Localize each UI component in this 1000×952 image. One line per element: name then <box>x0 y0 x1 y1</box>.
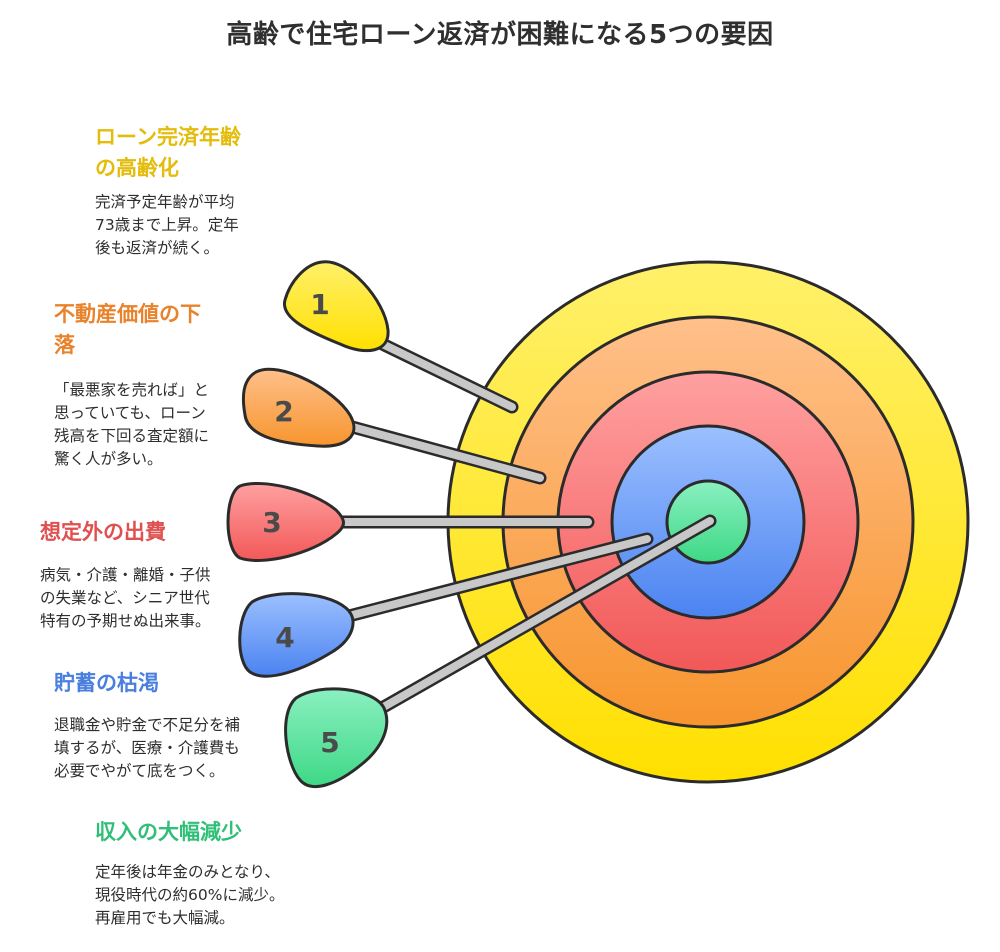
arrow-5: 5 <box>284 514 717 789</box>
factor-3-label: 想定外の出費 <box>40 520 166 544</box>
arrow-2-fletching <box>241 367 356 448</box>
arrow-1-fletching <box>283 260 390 353</box>
factor-3-description: 病気・介護・離婚・子供 の失業など、シニア世代 特有の予期せぬ出来事。 <box>40 566 211 630</box>
arrow-4-number: 4 <box>275 621 294 654</box>
arrow-5-fletching <box>284 687 389 789</box>
arrow-4-fletching <box>238 592 355 678</box>
factor-2-description: 「最悪家を売れば」と 思っていても、ローン 残高を下回る査定額に 驚く人が多い。 <box>54 381 210 468</box>
factor-5-label: 収入の大幅減少 <box>95 820 242 844</box>
arrow-3-fletching <box>226 482 345 562</box>
arrow-1-number: 1 <box>310 288 329 321</box>
factor-1-label: ローン完済年齢 の高齢化 <box>95 125 241 180</box>
factor-4-description: 退職金や貯金で不足分を補 填するが、医療・介護費も 必要でやがて底をつく。 <box>54 716 241 780</box>
arrow-3-number: 3 <box>262 506 281 539</box>
arrow-3: 3 <box>226 482 595 562</box>
factor-5-description: 定年後は年金のみとなり、 現役時代の約60%に減少。 再雇用でも大幅減。 <box>95 863 285 927</box>
arrow-4: 4 <box>238 532 654 678</box>
arrows: 1 2 3 4 5 <box>226 260 717 789</box>
factor-2-label: 不動産価値の下 落 <box>54 302 201 357</box>
arrow-5-number: 5 <box>320 726 339 759</box>
arrow-1: 1 <box>283 260 519 414</box>
diagram-title: 高齢で住宅ローン返済が困難になる5つの要因 <box>226 20 774 50</box>
factor-1-description: 完済予定年齢が平均 73歳まで上昇。定年 後も返済が続く。 <box>95 193 239 257</box>
arrow-2-number: 2 <box>274 395 293 428</box>
arrow-2: 2 <box>241 367 547 485</box>
factor-4-label: 貯蓄の枯渇 <box>54 671 159 695</box>
